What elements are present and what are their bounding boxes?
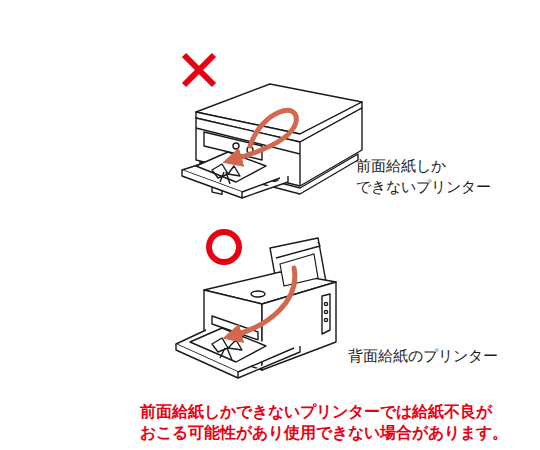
- feed-arrow: [232, 110, 296, 160]
- front-feed-printer: [182, 84, 362, 198]
- cross-mark: [184, 55, 214, 85]
- printer-caption: 背面給紙のプリンター: [348, 346, 534, 367]
- rear-feed-printer: [176, 238, 336, 378]
- warning-note: 前面給紙しかできないプリンターでは給紙不良が おこる可能性があり使用できない場合…: [140, 402, 536, 444]
- circle-mark: [209, 232, 239, 262]
- feed-arrow: [232, 268, 295, 336]
- printer-caption: 前面給紙しか できないプリンター: [356, 156, 516, 198]
